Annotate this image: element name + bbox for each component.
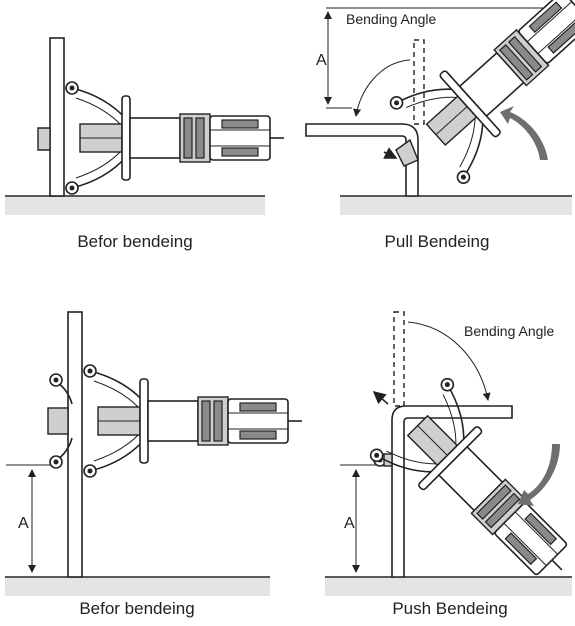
bent-workpiece <box>305 123 419 197</box>
panel-before-bending-top: Befor bendeing <box>5 37 285 251</box>
dimension-a-br: A <box>344 515 355 532</box>
ground-strip-br <box>325 578 572 596</box>
caption-before-top: Befor bendeing <box>77 232 192 251</box>
panel-pull-bending: A Bending Angle Pull Bendeing <box>305 0 575 251</box>
dimension-a-tr: A <box>316 52 327 69</box>
workpiece-bar <box>49 37 65 197</box>
angle-label-br: Bending Angle <box>464 323 555 339</box>
panel-push-bending: Bending Angle A Push Bendeing <box>325 311 575 618</box>
original-position-dashed-br <box>393 311 405 407</box>
ground-strip-bl <box>5 578 270 596</box>
bender-tool <box>65 81 285 195</box>
caption-before-bottom: Befor bendeing <box>79 599 194 618</box>
panel-before-bending-bottom: A Befor bendeing <box>5 311 303 618</box>
bent-workpiece-br <box>391 405 513 578</box>
motion-arrow-br <box>518 444 560 506</box>
motion-arrow-tr <box>500 106 548 160</box>
caption-push: Push Bendeing <box>392 599 507 618</box>
anvil-block <box>37 127 51 151</box>
ground-strip <box>5 197 265 215</box>
bender-tool-bl <box>83 364 303 478</box>
angle-label-tr: Bending Angle <box>346 11 437 27</box>
original-position-dashed <box>413 39 425 125</box>
caption-pull: Pull Bendeing <box>385 232 490 251</box>
dimension-a-bl: A <box>18 515 29 532</box>
anvil-block-tr <box>395 138 419 167</box>
workpiece-bar-bl <box>67 311 83 578</box>
ground-strip-tr <box>340 197 572 215</box>
anvil-block-bl <box>47 407 69 435</box>
